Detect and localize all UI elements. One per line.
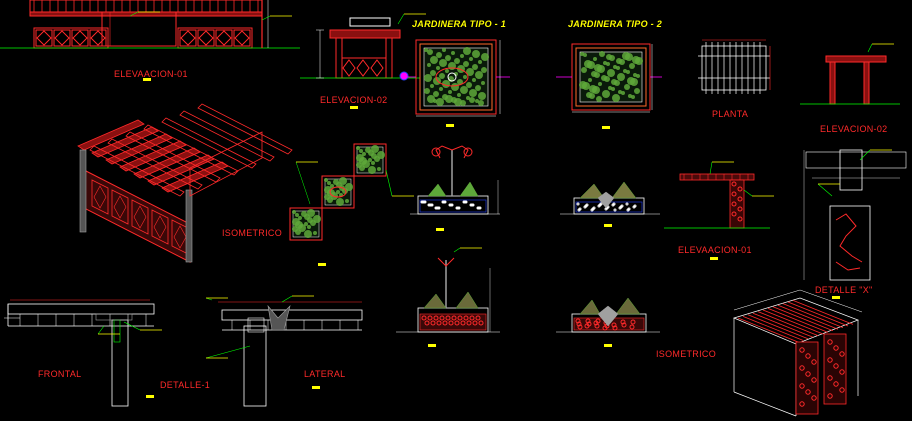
lateral-section [205, 295, 363, 407]
jardinera-1-elevation-lamp [410, 145, 500, 231]
label-jardinera-tipo-2: JARDINERA TIPO - 2 [568, 19, 663, 29]
label-elevacion-01-left: ELEVAACION-01 [114, 69, 188, 79]
label-jardinera-tipo-1: JARDINERA TIPO - 1 [412, 19, 507, 29]
label-frontal: FRONTAL [38, 369, 82, 379]
isometrico-pergola-right [732, 289, 863, 417]
isometrico-pergola-left [77, 103, 293, 263]
label-detalle-1: DETALLE-1 [160, 380, 211, 390]
label-elevacion-02-mid: ELEVACION-02 [320, 95, 388, 105]
label-planta: PLANTA [712, 109, 749, 119]
elevacion-02-right [800, 43, 900, 105]
jardinera-tipo-1-plan [406, 39, 510, 127]
elevaacion-01-right-detail [664, 161, 774, 260]
label-isometrico-left: ISOMETRICO [222, 228, 283, 238]
elevacion-01-pergola [0, 0, 300, 81]
isometrico-planters-stepped [289, 143, 414, 266]
elevacion-02-small [300, 13, 426, 109]
label-elevacion-02-right: ELEVACION-02 [820, 124, 888, 134]
jardinera-tipo-2-plan [556, 43, 662, 129]
jardinera-2-lower-elevation [556, 297, 660, 347]
planta-plan-view [698, 39, 771, 94]
frontal-section [4, 299, 162, 407]
label-detalle-x: DETALLE "X" [815, 285, 873, 295]
detalle-x-column [803, 149, 907, 299]
label-lateral: LATERAL [304, 369, 346, 379]
label-elevaacion-01-right: ELEVAACION-01 [678, 245, 752, 255]
jardinera-lower-elevation-lamp [396, 247, 500, 347]
jardinera-2-elevation [560, 181, 660, 227]
label-isometrico-right: ISOMETRICO [656, 349, 717, 359]
